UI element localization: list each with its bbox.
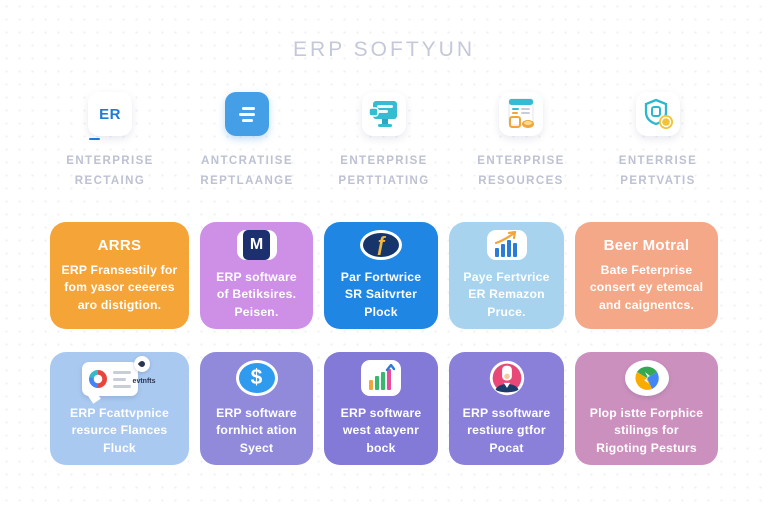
card-rigoting: Plop istte Forphice stilings for Rigotin… [575, 352, 718, 465]
card-row-2: evtnfts ERP Fcattvpnice resurce Flances … [50, 352, 718, 465]
card-text: Bate Feterprise consert ey etemcal and c… [589, 263, 704, 312]
card-row-1: ARRS ERP Fransestily for fom yasor ceeer… [50, 222, 718, 329]
card-text: ERP Fransestily for fom yasor ceeeres ar… [61, 263, 178, 312]
growth-chart-icon [486, 230, 527, 261]
feature-label: ENTERPRISE RESOURCES [477, 155, 565, 188]
feature-label: ENTERRISE PERTVATIS [618, 155, 698, 188]
m-logo-icon: M [236, 230, 277, 261]
bubble-caption: evtnfts [132, 378, 156, 385]
card-fortwrice: ƒ Par Fortwrice SR Saitvrter Plock [324, 222, 438, 329]
feature-label: ENTERPRISE PERTTIATING [338, 155, 430, 188]
feature-pertvatis: ENTERRISE PERTVATIS [592, 92, 724, 191]
card-beer-motral: Beer Motral Bate Feterprise consert ey e… [575, 222, 718, 329]
card-west-atayenr: ERP software west atayenr bock [324, 352, 438, 465]
report-bubble-icon: evtnfts [74, 356, 166, 404]
feature-perttiating: ENTERPRISE PERTTIATING [318, 92, 450, 191]
card-text: ERP software of Betiksires. Peisen. [216, 270, 297, 319]
feature-enterprise-rectaing: ER ENTERPRISE RECTAING [44, 92, 176, 191]
shield-coin-icon [636, 92, 680, 136]
dollar-coin-icon: $ [235, 360, 278, 397]
card-text: Plop istte Forphice stilings for Rigotin… [589, 406, 704, 455]
card-grid: ARRS ERP Fransestily for fom yasor ceeer… [50, 222, 718, 465]
page-title: ERP SOFTYUN [293, 38, 475, 61]
card-title: ARRS [97, 237, 142, 254]
bar-chart-icon [361, 360, 401, 397]
card-restiure: ERP ssoftware restiure gtfor Pocat [449, 352, 564, 465]
card-text: ERP software west atayenr bock [340, 406, 422, 455]
feature-row: ER ENTERPRISE RECTAING ANTCRATIISE REPTL… [44, 92, 724, 191]
feature-label: ANTCRATIISE REPTLAANGE [200, 155, 294, 188]
donut-chart-icon [88, 370, 107, 388]
card-fertvrice: Paye Fertvrice ER Remazon Pruce. [449, 222, 564, 329]
card-arrs: ARRS ERP Fransestily for fom yasor ceeer… [50, 222, 189, 329]
feature-antcratiise: ANTCRATIISE REPTLAANGE [181, 92, 313, 191]
florin-coin-icon: ƒ [360, 230, 402, 261]
monitor-icon [362, 92, 406, 136]
card-text: ERP software fornhict ation Syect [216, 406, 297, 455]
er-logo-icon: ER [88, 92, 132, 140]
feature-label: ENTERPRISE RECTAING [66, 155, 154, 188]
card-title: Beer Motral [603, 237, 690, 254]
card-m-software: M ERP software of Betiksires. Peisen. [200, 222, 313, 329]
pin-badge-icon [133, 356, 150, 372]
document-icon [499, 92, 543, 136]
card-text: Par Fortwrice SR Saitvrter Plock [340, 270, 422, 319]
card-text: ERP Fcattvpnice resurce Flances Fluck [70, 406, 169, 455]
person-avatar-icon [489, 360, 524, 396]
feature-resources: ENTERPRISE RESOURCES [455, 92, 587, 191]
card-text: ERP ssoftware restiure gtfor Pocat [462, 406, 551, 455]
card-fcattvpnice: evtnfts ERP Fcattvpnice resurce Flances … [50, 352, 189, 465]
card-text: Paye Fertvrice ER Remazon Pruce. [463, 270, 550, 319]
list-icon [225, 92, 269, 136]
card-fornhict: $ ERP software fornhict ation Syect [200, 352, 313, 465]
pinwheel-icon [624, 360, 669, 397]
